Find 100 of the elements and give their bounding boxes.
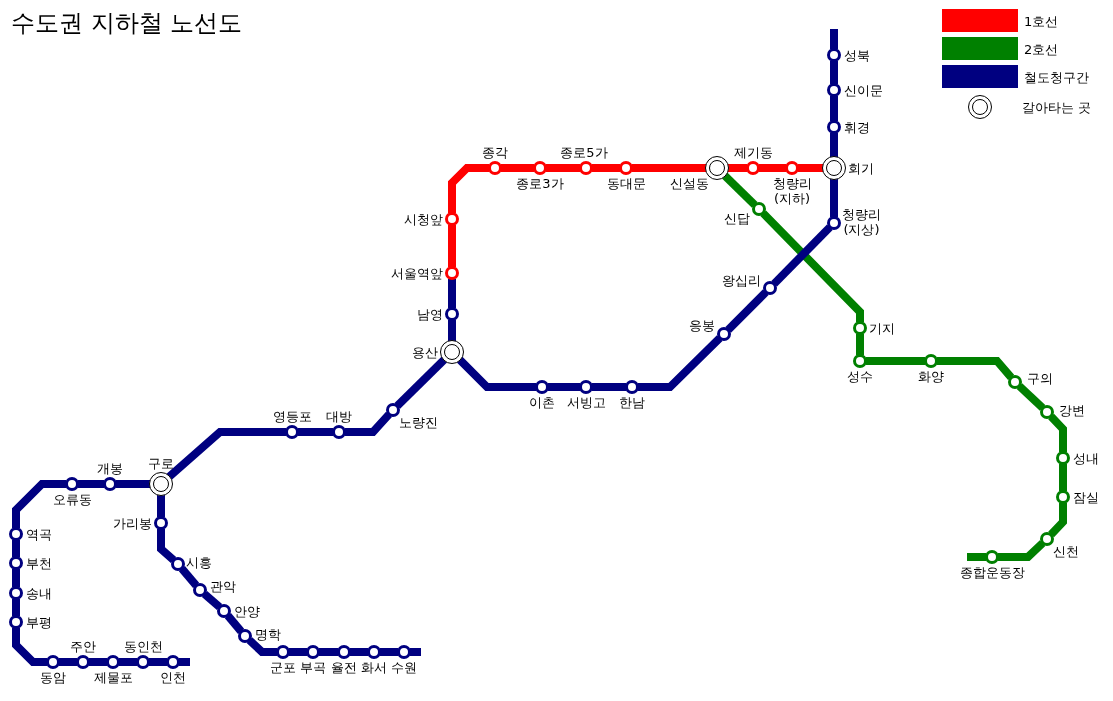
station-name: 개봉 — [97, 461, 123, 476]
station-icon — [337, 645, 351, 659]
rail-line — [456, 356, 536, 391]
station-name: 주안 — [70, 639, 96, 654]
station-icon — [46, 655, 60, 669]
station-icon — [332, 425, 346, 439]
rail-line — [501, 164, 534, 172]
station-icon — [752, 202, 766, 216]
station-icon — [827, 48, 841, 62]
rail-line — [12, 569, 20, 587]
station-icon — [535, 380, 549, 394]
station-icon — [1056, 490, 1070, 504]
station-name: 구의 — [1027, 370, 1053, 386]
rail-line — [937, 357, 1015, 380]
station-name: 역곡 — [26, 526, 52, 542]
station-icon — [1008, 375, 1022, 389]
station-icon — [924, 354, 938, 368]
rail-line — [1016, 383, 1046, 411]
transfer-station-icon — [822, 156, 846, 180]
station-name: 대방 — [326, 409, 352, 424]
rail-line — [725, 289, 769, 333]
rail-line — [1059, 464, 1067, 491]
rail-line — [632, 164, 707, 172]
station-name: 관악 — [210, 578, 236, 594]
station-icon — [1040, 532, 1054, 546]
station-icon — [625, 380, 639, 394]
station-name: 제물포 — [93, 670, 133, 685]
station-icon — [9, 527, 23, 541]
rail-line — [1048, 413, 1067, 452]
rail-line — [771, 224, 833, 287]
station-name: 안양 — [234, 603, 260, 619]
rail-line — [89, 658, 107, 666]
station-name: 동대문 — [606, 176, 646, 191]
station-icon — [827, 83, 841, 97]
station-icon — [276, 645, 290, 659]
station-icon — [397, 645, 411, 659]
station-icon — [154, 516, 168, 530]
rail-line — [78, 480, 104, 488]
station-icon — [445, 212, 459, 226]
station-name: 강변 — [1059, 402, 1085, 418]
station-name: 용산 — [412, 344, 438, 360]
station-name: 시청앞 — [404, 211, 443, 227]
rail-line — [224, 613, 245, 634]
station-name: 성수 — [847, 369, 873, 384]
station-name: 남영 — [417, 306, 443, 322]
rail-line — [448, 225, 456, 267]
station-name: 종각 — [482, 145, 508, 160]
station-icon — [306, 645, 320, 659]
station-name: 이촌 — [529, 395, 555, 410]
station-icon — [1056, 451, 1070, 465]
rail-line — [638, 335, 723, 391]
station-name: 성북 — [844, 47, 870, 63]
station-icon — [136, 655, 150, 669]
rail-line — [856, 334, 864, 355]
station-name: 종합운동장 — [959, 565, 1025, 580]
rail-line — [592, 383, 626, 391]
station-name: 종로5가 — [560, 145, 608, 160]
station-icon — [763, 281, 777, 295]
rail-line — [759, 164, 786, 172]
station-icon — [171, 557, 185, 571]
station-name: 가리봉 — [113, 515, 152, 531]
station-icon — [717, 327, 731, 341]
rail-line — [298, 428, 333, 436]
rail-line — [830, 133, 838, 158]
station-name: 율전 — [331, 660, 357, 675]
rail-line — [12, 599, 20, 616]
rail-line — [394, 356, 448, 409]
station-name: 제기동 — [733, 145, 773, 160]
rail-line — [721, 172, 758, 208]
rail-line — [319, 648, 338, 656]
station-icon — [579, 161, 593, 175]
station-icon — [746, 161, 760, 175]
station-icon — [9, 615, 23, 629]
rail-line — [12, 628, 47, 666]
rail-line — [727, 164, 747, 172]
station-name: 부평 — [26, 614, 52, 630]
rail-line — [119, 658, 137, 666]
rail-line — [866, 357, 925, 365]
rail-line — [246, 637, 277, 656]
station-name: 신천 — [1053, 544, 1079, 559]
map-title: 수도권 지하철 노선도 — [11, 8, 243, 38]
station-name: 휘경 — [844, 119, 870, 135]
station-name: 구로 — [148, 456, 174, 471]
station-name: 기지 — [869, 320, 895, 336]
station-name: 명학 — [255, 626, 281, 642]
rail-line — [448, 164, 489, 213]
rail-line — [760, 210, 864, 322]
station-name: 영등포 — [272, 409, 312, 424]
station-icon — [367, 645, 381, 659]
legend-label: 갈아타는 곳 — [1022, 99, 1092, 115]
station-name: 인천 — [160, 670, 186, 685]
rail-line — [157, 494, 165, 517]
station-icon — [285, 425, 299, 439]
rail-line — [546, 164, 580, 172]
station-name: 신답 — [724, 211, 750, 226]
station-icon — [76, 655, 90, 669]
rail-line — [12, 480, 66, 528]
station-name: 화서 — [361, 660, 387, 675]
rail-line — [592, 164, 620, 172]
station-icon — [533, 161, 547, 175]
